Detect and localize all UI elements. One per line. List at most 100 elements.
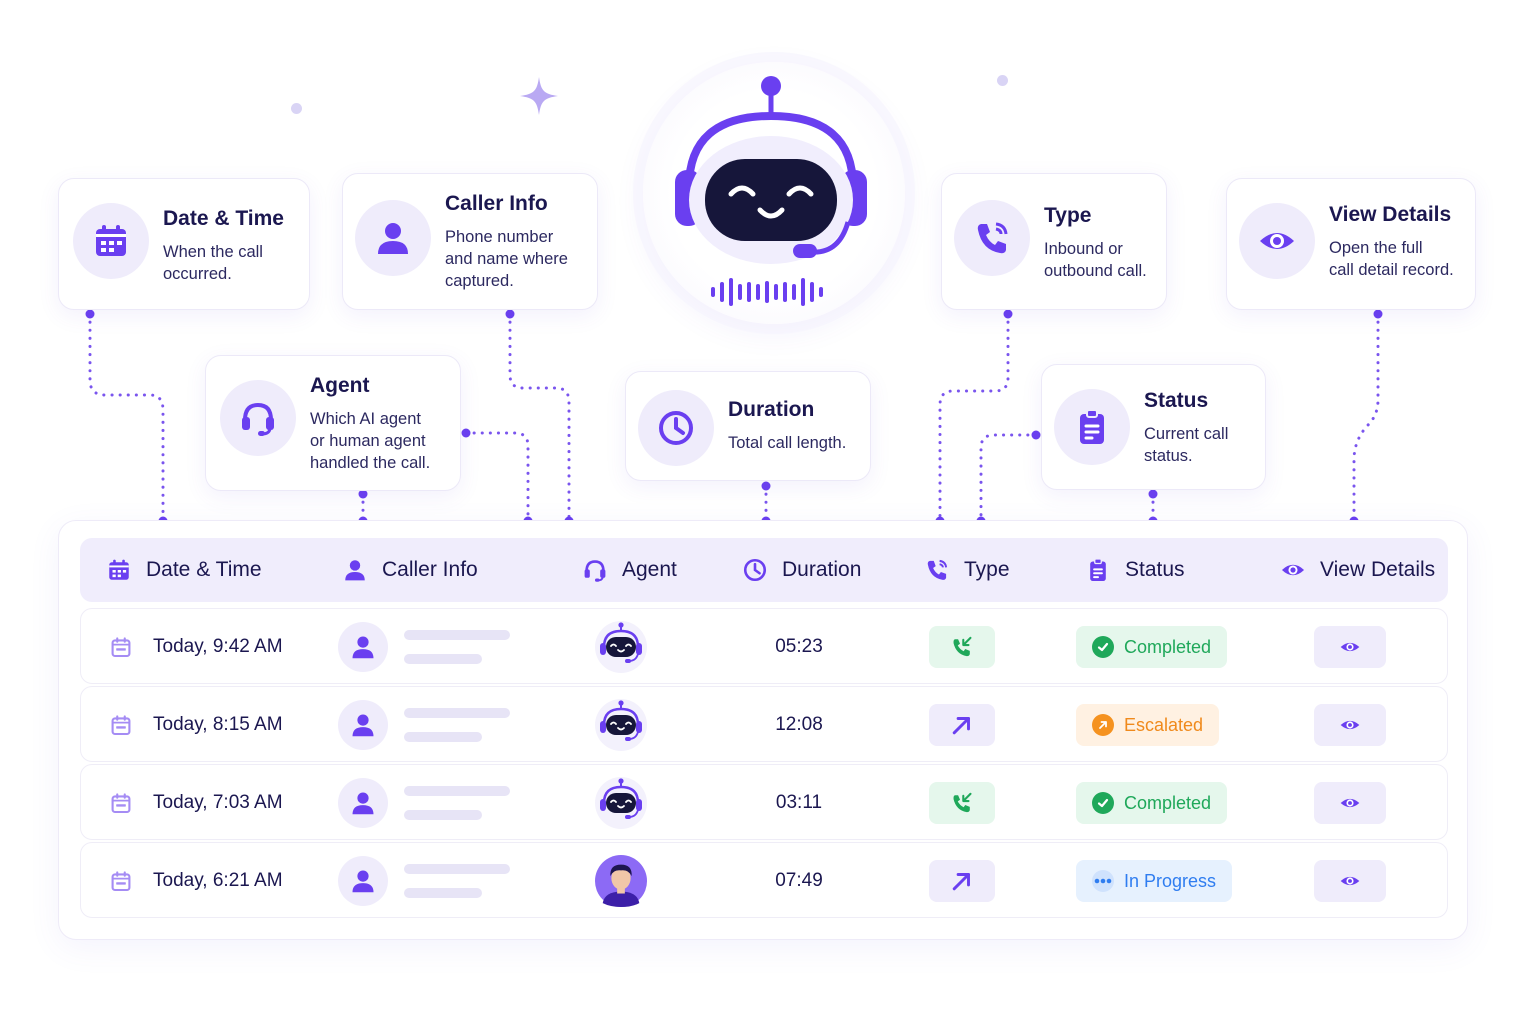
cell-date-time: Today, 7:03 AM [109,765,283,841]
status-label: Completed [1124,792,1212,813]
card-title: Status [1144,389,1209,412]
cell-status: In Progress [1076,843,1233,919]
caller-placeholder [404,630,510,664]
header-label: View Details [1320,558,1436,581]
robot-icon [675,76,867,306]
calendar-icon [111,715,131,736]
status-badge: Escalated [1076,704,1220,746]
check-circle-icon [1092,792,1114,814]
cell-status: Completed [1076,609,1228,685]
dots-icon [1094,878,1112,884]
eye-icon [1340,876,1360,886]
status-label: Escalated [1124,714,1204,735]
card-type: Type Inbound or outbound call. [941,173,1167,310]
clipboard-icon [1054,389,1130,465]
cell-agent [595,609,647,685]
header-label: Date & Time [146,558,262,581]
check-circle-icon [1092,636,1114,658]
inbound-call-badge [929,782,995,824]
calendar-icon [111,637,131,658]
status-badge: Completed [1076,782,1228,824]
sparkle-icon [520,77,558,115]
cell-date-time: Today, 8:15 AM [109,687,283,763]
header-agent[interactable]: Agent [582,538,677,602]
card-agent: Agent Which AI agent or human agent hand… [205,355,461,491]
cell-agent [595,687,647,763]
cell-agent [595,765,647,841]
card-duration: Duration Total call length. [625,371,871,481]
headset-icon [584,560,606,582]
header-label: Agent [622,558,677,581]
avatar [338,700,388,750]
cell-view-details [1314,609,1386,685]
header-label: Caller Info [382,558,478,581]
call-date: Today, 9:42 AM [153,636,283,657]
eye-icon [1340,798,1360,808]
arrow-up-right-icon [1099,721,1107,729]
user-icon [355,200,431,276]
avatar [338,856,388,906]
calendar-icon [73,203,149,279]
outbound-arrow-icon [952,717,970,735]
cell-caller-info [338,843,510,919]
card-description: Which AI agent or human agent handled th… [310,410,431,472]
header-date-time[interactable]: Date & Time [106,538,262,602]
header-caller-info[interactable]: Caller Info [342,538,478,602]
eye-icon [1340,720,1360,730]
call-date: Today, 6:21 AM [153,870,283,891]
card-title: Type [1044,204,1092,227]
user-icon [352,636,374,659]
cell-type [929,765,995,841]
inbound-call-icon [953,792,972,813]
phone-icon [927,559,948,580]
escalate-icon [1092,714,1114,736]
user-icon [345,560,365,581]
view-details-button[interactable] [1314,626,1386,668]
cell-view-details [1314,765,1386,841]
status-badge: In Progress [1076,860,1233,902]
robot-icon [600,622,642,663]
cell-caller-info [338,609,510,685]
card-view-details: View Details Open the full call detail r… [1226,178,1476,310]
cell-view-details [1314,687,1386,763]
avatar [338,778,388,828]
status-badge: Completed [1076,626,1228,668]
header-duration[interactable]: Duration [742,538,861,602]
agent-avatar [595,699,647,751]
eye-icon [1281,564,1305,576]
check-icon [1097,798,1109,808]
view-details-button[interactable] [1314,782,1386,824]
decor-dot [997,75,1008,86]
eye-icon [1239,203,1315,279]
clipboard-icon [1090,558,1106,582]
view-details-button[interactable] [1314,704,1386,746]
caller-placeholder [404,864,510,898]
view-details-button[interactable] [1314,860,1386,902]
phone-icon [954,200,1030,276]
cell-agent [595,843,647,919]
header-label: Type [964,558,1010,581]
card-title: Caller Info [445,192,548,215]
header-view-details[interactable]: View Details [1280,538,1435,602]
outbound-call-badge [929,860,995,902]
card-description: Phone number and name where captured. [445,228,568,290]
clock-icon [743,558,767,582]
calendar-icon [109,559,129,580]
outbound-arrow-icon [952,873,970,891]
card-title: View Details [1329,203,1452,226]
card-title: Date & Time [163,207,284,230]
status-label: In Progress [1124,870,1217,891]
user-icon [352,870,374,893]
cell-status: Escalated [1076,687,1220,763]
header-type[interactable]: Type [924,538,1010,602]
inbound-call-badge [929,626,995,668]
agent-avatar [595,855,647,907]
header-status[interactable]: Status [1085,538,1185,602]
calendar-icon [111,871,131,892]
inbound-call-icon [953,636,972,657]
decor-dot [291,103,302,114]
